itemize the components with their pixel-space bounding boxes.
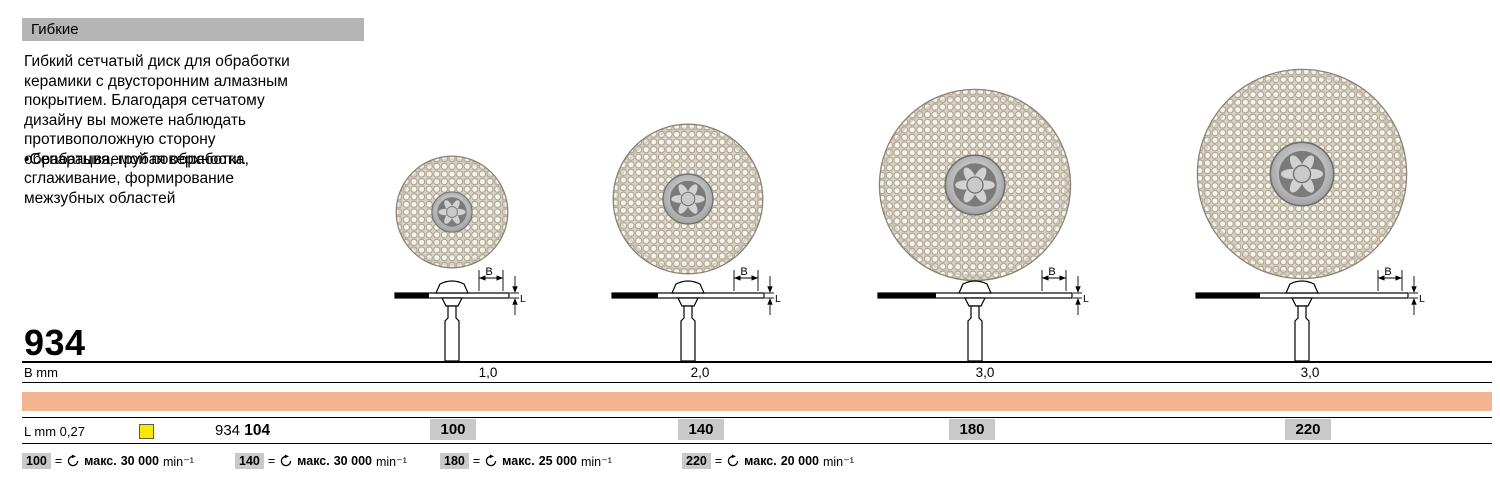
divider-line xyxy=(22,443,1492,444)
legend-equals: = xyxy=(267,454,276,468)
mandrel-diagram-3: B L xyxy=(877,266,1089,362)
product-description: Гибкий сетчатый диск для обработки керам… xyxy=(24,52,394,208)
legend-size-chip: 180 xyxy=(440,453,469,469)
b-dimension-row-label: B mm xyxy=(24,365,58,380)
accent-band xyxy=(22,392,1492,411)
rotation-direction-icon xyxy=(67,454,79,467)
legend-speed-unit: min⁻¹ xyxy=(375,454,407,469)
size-box: 220 xyxy=(1285,419,1331,440)
description-line: противоположную сторону xyxy=(24,131,216,148)
legend-size-chip: 140 xyxy=(235,453,264,469)
color-code-swatch xyxy=(139,424,154,439)
legend-speed-value: 30 000 xyxy=(333,454,372,468)
legend-speed-unit: min⁻¹ xyxy=(822,454,854,469)
legend-equals: = xyxy=(714,454,723,468)
legend-size-chip: 100 xyxy=(22,453,51,469)
legend-size-chip: 220 xyxy=(682,453,711,469)
mandrel-diagram-4: B L xyxy=(1195,266,1425,362)
legend-item: 180 = макс. 25 000 min⁻¹ xyxy=(440,452,612,470)
b-value: 3,0 xyxy=(975,365,995,380)
description-line: Гибкий сетчатый диск для обработки xyxy=(24,53,290,70)
diamond-disc-image-180 xyxy=(878,88,1072,282)
dimension-b-label: B xyxy=(1384,266,1391,278)
dimension-l-label: L xyxy=(520,293,526,305)
dimension-l-label: L xyxy=(1083,293,1089,305)
rotation-direction-icon xyxy=(485,454,497,467)
description-line: покрытием. Благодаря сетчатому xyxy=(24,92,265,109)
order-ref-code: 104 xyxy=(244,422,271,439)
dimension-l-label: L xyxy=(1419,293,1425,305)
legend-item: 100 = макс. 30 000 min⁻¹ xyxy=(22,452,194,470)
legend-speed-value: 20 000 xyxy=(780,454,819,468)
size-box: 140 xyxy=(678,419,724,440)
rotation-direction-icon xyxy=(280,454,292,467)
b-value: 3,0 xyxy=(1300,365,1320,380)
diamond-disc-image-220 xyxy=(1196,68,1408,280)
mandrel-diagram-2: B L xyxy=(611,266,781,362)
size-box: 100 xyxy=(430,419,476,440)
dimension-b-label: B xyxy=(485,266,492,278)
l-dimension-label: L mm 0,27 xyxy=(24,424,85,439)
legend-item: 220 = макс. 20 000 min⁻¹ xyxy=(682,452,854,470)
dimension-b-label: B xyxy=(1048,266,1055,278)
description-line: •Сепарация, грубая обработка, xyxy=(24,150,249,168)
legend-max-label: макс. xyxy=(744,454,777,468)
divider-line xyxy=(22,382,1492,383)
description-line: сглаживание, формирование xyxy=(24,170,234,187)
divider-line xyxy=(22,417,1492,418)
legend-speed-value: 25 000 xyxy=(538,454,577,468)
legend-max-label: макс. xyxy=(502,454,535,468)
legend-equals: = xyxy=(54,454,63,468)
legend-equals: = xyxy=(472,454,481,468)
legend-max-label: макс. xyxy=(84,454,117,468)
mandrel-diagram-1: B L xyxy=(394,266,526,362)
legend-speed-unit: min⁻¹ xyxy=(580,454,612,469)
description-line: дизайну вы можете наблюдать xyxy=(24,111,247,129)
description-line: керамики с двусторонним алмазным xyxy=(24,72,288,90)
description-line: межзубных областей xyxy=(24,189,176,207)
description-overlap-line: обрабатываемой поверхности. •Сепарация, … xyxy=(24,150,394,170)
b-value: 2,0 xyxy=(690,365,710,380)
product-number: 934 xyxy=(24,322,86,363)
divider-line xyxy=(22,361,1492,363)
legend-speed-unit: min⁻¹ xyxy=(162,454,194,469)
size-box: 180 xyxy=(949,419,995,440)
legend-item: 140 = макс. 30 000 min⁻¹ xyxy=(235,452,407,470)
legend-speed-value: 30 000 xyxy=(120,454,159,468)
rotation-direction-icon xyxy=(727,454,739,467)
order-reference: 934 104 xyxy=(215,420,270,442)
legend-max-label: макс. xyxy=(297,454,330,468)
section-header: Гибкие xyxy=(22,18,364,41)
dimension-l-label: L xyxy=(775,293,781,305)
b-value: 1,0 xyxy=(478,365,498,380)
dimension-b-label: B xyxy=(740,266,747,278)
description-line: обрабатываемой поверхности. xyxy=(24,150,247,168)
diamond-disc-image-100 xyxy=(395,155,509,269)
diamond-disc-image-140 xyxy=(612,123,764,275)
order-ref-number: 934 xyxy=(215,422,241,439)
